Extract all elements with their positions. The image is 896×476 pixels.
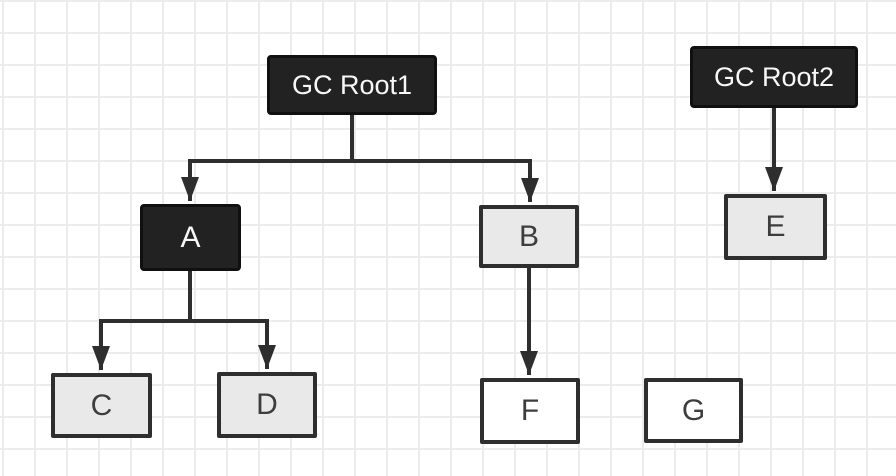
edge-gcroot1-a[interactable]: [181, 159, 352, 201]
node-gc-root2[interactable]: GC Root2: [690, 46, 858, 108]
node-a[interactable]: A: [140, 204, 241, 271]
node-d[interactable]: D: [217, 372, 317, 438]
edge-a-d[interactable]: [190, 319, 276, 369]
node-f-label: F: [520, 394, 540, 427]
node-gc-root2-label: GC Root2: [713, 61, 835, 92]
node-gc-root1[interactable]: GC Root1: [267, 55, 437, 115]
node-b[interactable]: B: [479, 205, 579, 268]
edge-gcroot1-b[interactable]: [352, 159, 539, 202]
node-e[interactable]: E: [724, 194, 827, 260]
node-g-label: G: [681, 393, 706, 427]
node-c-label: C: [90, 388, 113, 422]
node-e-label: E: [765, 210, 786, 243]
node-gc-root1-label: GC Root1: [291, 69, 413, 100]
edge-a-c[interactable]: [92, 319, 190, 370]
node-c[interactable]: C: [51, 373, 152, 438]
node-a-label: A: [180, 220, 201, 254]
node-g[interactable]: G: [644, 378, 743, 443]
node-d-label: D: [256, 388, 278, 421]
node-f[interactable]: F: [480, 378, 580, 444]
node-b-label: B: [518, 219, 539, 253]
